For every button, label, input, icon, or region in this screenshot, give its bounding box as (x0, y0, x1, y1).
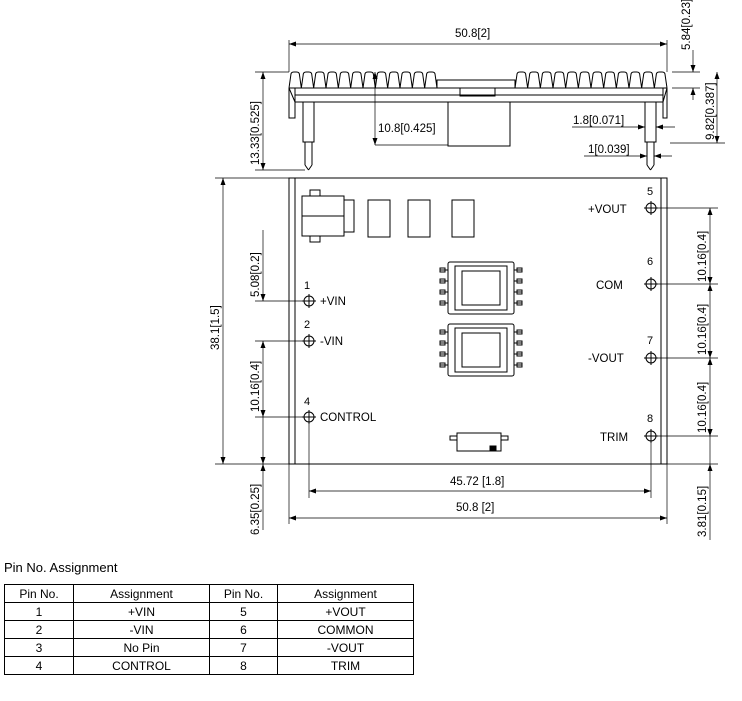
side-right-pin-tip-a (646, 164, 651, 171)
side-view (255, 40, 725, 171)
table-cell: No Pin (73, 638, 210, 657)
transformer-1 (439, 261, 523, 315)
table-row: 2 -VIN 6 COMMON (4, 620, 414, 639)
table-cell: 4 (4, 656, 74, 675)
dim-inner-height: 9.82[0.387] (705, 82, 717, 140)
table-row: 4 CONTROL 8 TRIM (4, 656, 414, 675)
table-cell: 2 (4, 620, 74, 639)
dim-right-bottom-margin: 3.81[0.15] (697, 486, 709, 537)
table-header-cell: Pin No. (4, 584, 74, 603)
table-header-cell: Assignment (73, 584, 210, 603)
table-cell: -VIN (73, 620, 210, 639)
dim-pin-diameter: 1[0.039] (588, 144, 630, 156)
pin-assignment-table: Pin No. Assignment Pin No. Assignment 1 … (4, 584, 414, 675)
pin-6-symbol (644, 277, 658, 291)
table-row: 1 +VIN 5 +VOUT (4, 602, 414, 621)
dim-top-width: 50.8[2] (455, 28, 490, 40)
table-cell: -VOUT (277, 638, 414, 657)
table-cell: 3 (4, 638, 74, 657)
pin-1-number: 1 (304, 280, 310, 292)
side-top-block (459, 87, 496, 97)
pin-6-name: COM (596, 280, 623, 292)
dim-bottom-width: 50.8 [2] (456, 502, 494, 514)
connector-component (301, 189, 355, 243)
pin-8-number: 8 (647, 413, 653, 425)
table-cell: +VOUT (277, 602, 414, 621)
side-left-wedge (288, 87, 296, 119)
dim-pin1-from-top: 5.08[0.2] (250, 252, 262, 297)
side-right-wedge (662, 87, 668, 119)
top-view (215, 177, 718, 540)
pin-6-number: 6 (647, 256, 653, 268)
dim-pin-pitch-left: 10.16[0.4] (250, 361, 262, 412)
table-cell: 1 (4, 602, 74, 621)
pin-5-symbol (644, 201, 658, 215)
capacitor-3 (451, 199, 475, 238)
side-left-pin-body (302, 101, 315, 143)
table-header-cell: Pin No. (209, 584, 278, 603)
pin-4-name: CONTROL (320, 412, 377, 424)
pin-1-symbol (302, 294, 316, 308)
pin-2-name: -VIN (320, 336, 343, 348)
small-ic (449, 432, 509, 452)
pin-7-number: 7 (647, 335, 653, 347)
pin-1-name: +VIN (320, 296, 346, 308)
table-cell: +VIN (73, 602, 210, 621)
dim-right-pitch-3: 10.16[0.4] (697, 382, 709, 433)
pin-labels: 1 +VIN 2 -VIN 4 CONTROL 5 +VOUT 6 COM 7 … (304, 186, 653, 444)
pin-8-name: TRIM (600, 432, 628, 444)
table-cell: 8 (209, 656, 278, 675)
dimension-labels: 50.8[2] 5.84[0.23] 9.82[0.387] 13.33[0.5… (210, 0, 717, 537)
dim-pin-span: 45.72 [1.8] (450, 476, 504, 488)
table-cell: 6 (209, 620, 278, 639)
pin-2-number: 2 (304, 319, 310, 331)
capacitor-1 (367, 199, 391, 238)
dim-pin-spacing: 1.8[0.071] (573, 115, 624, 127)
dim-inner-depth: 10.8[0.425] (378, 123, 436, 135)
table-cell: 7 (209, 638, 278, 657)
pin-4-number: 4 (304, 396, 310, 408)
transformer-2 (439, 323, 523, 377)
dim-fin-height: 5.84[0.23] (681, 0, 693, 50)
pin-7-symbol (644, 351, 658, 365)
pin-7-name: -VOUT (588, 353, 624, 365)
table-cell: CONTROL (73, 656, 210, 675)
table-row: 3 No Pin 7 -VOUT (4, 638, 414, 657)
side-right-pin-tip-b (650, 164, 655, 171)
pin-symbols (302, 201, 658, 443)
dim-body-height: 38.1[1.5] (210, 305, 222, 350)
pin-5-number: 5 (647, 186, 653, 198)
side-component-block (447, 101, 511, 147)
table-cell: 5 (209, 602, 278, 621)
dim-bottom-margin: 6.35[0.25] (250, 484, 262, 535)
pin-8-symbol (644, 429, 658, 443)
heatsink-fins (288, 71, 668, 89)
pin-5-name: +VOUT (588, 204, 627, 216)
side-right-pin-body (644, 101, 657, 143)
side-left-pin-tip-b (308, 164, 313, 171)
table-cell: COMMON (277, 620, 414, 639)
table-header-cell: Assignment (277, 584, 414, 603)
pin-4-symbol (302, 410, 316, 424)
side-left-pin-tip-a (304, 164, 309, 171)
dim-right-pitch-2: 10.16[0.4] (697, 304, 709, 355)
dim-right-pitch-1: 10.16[0.4] (697, 231, 709, 282)
table-cell: TRIM (277, 656, 414, 675)
table-header-row: Pin No. Assignment Pin No. Assignment (4, 584, 414, 603)
dim-total-height: 13.33[0.525] (250, 101, 262, 165)
capacitor-2 (407, 199, 431, 238)
module-outline (288, 177, 668, 465)
pin-2-symbol (302, 334, 316, 348)
pin-table-title: Pin No. Assignment (4, 560, 118, 575)
